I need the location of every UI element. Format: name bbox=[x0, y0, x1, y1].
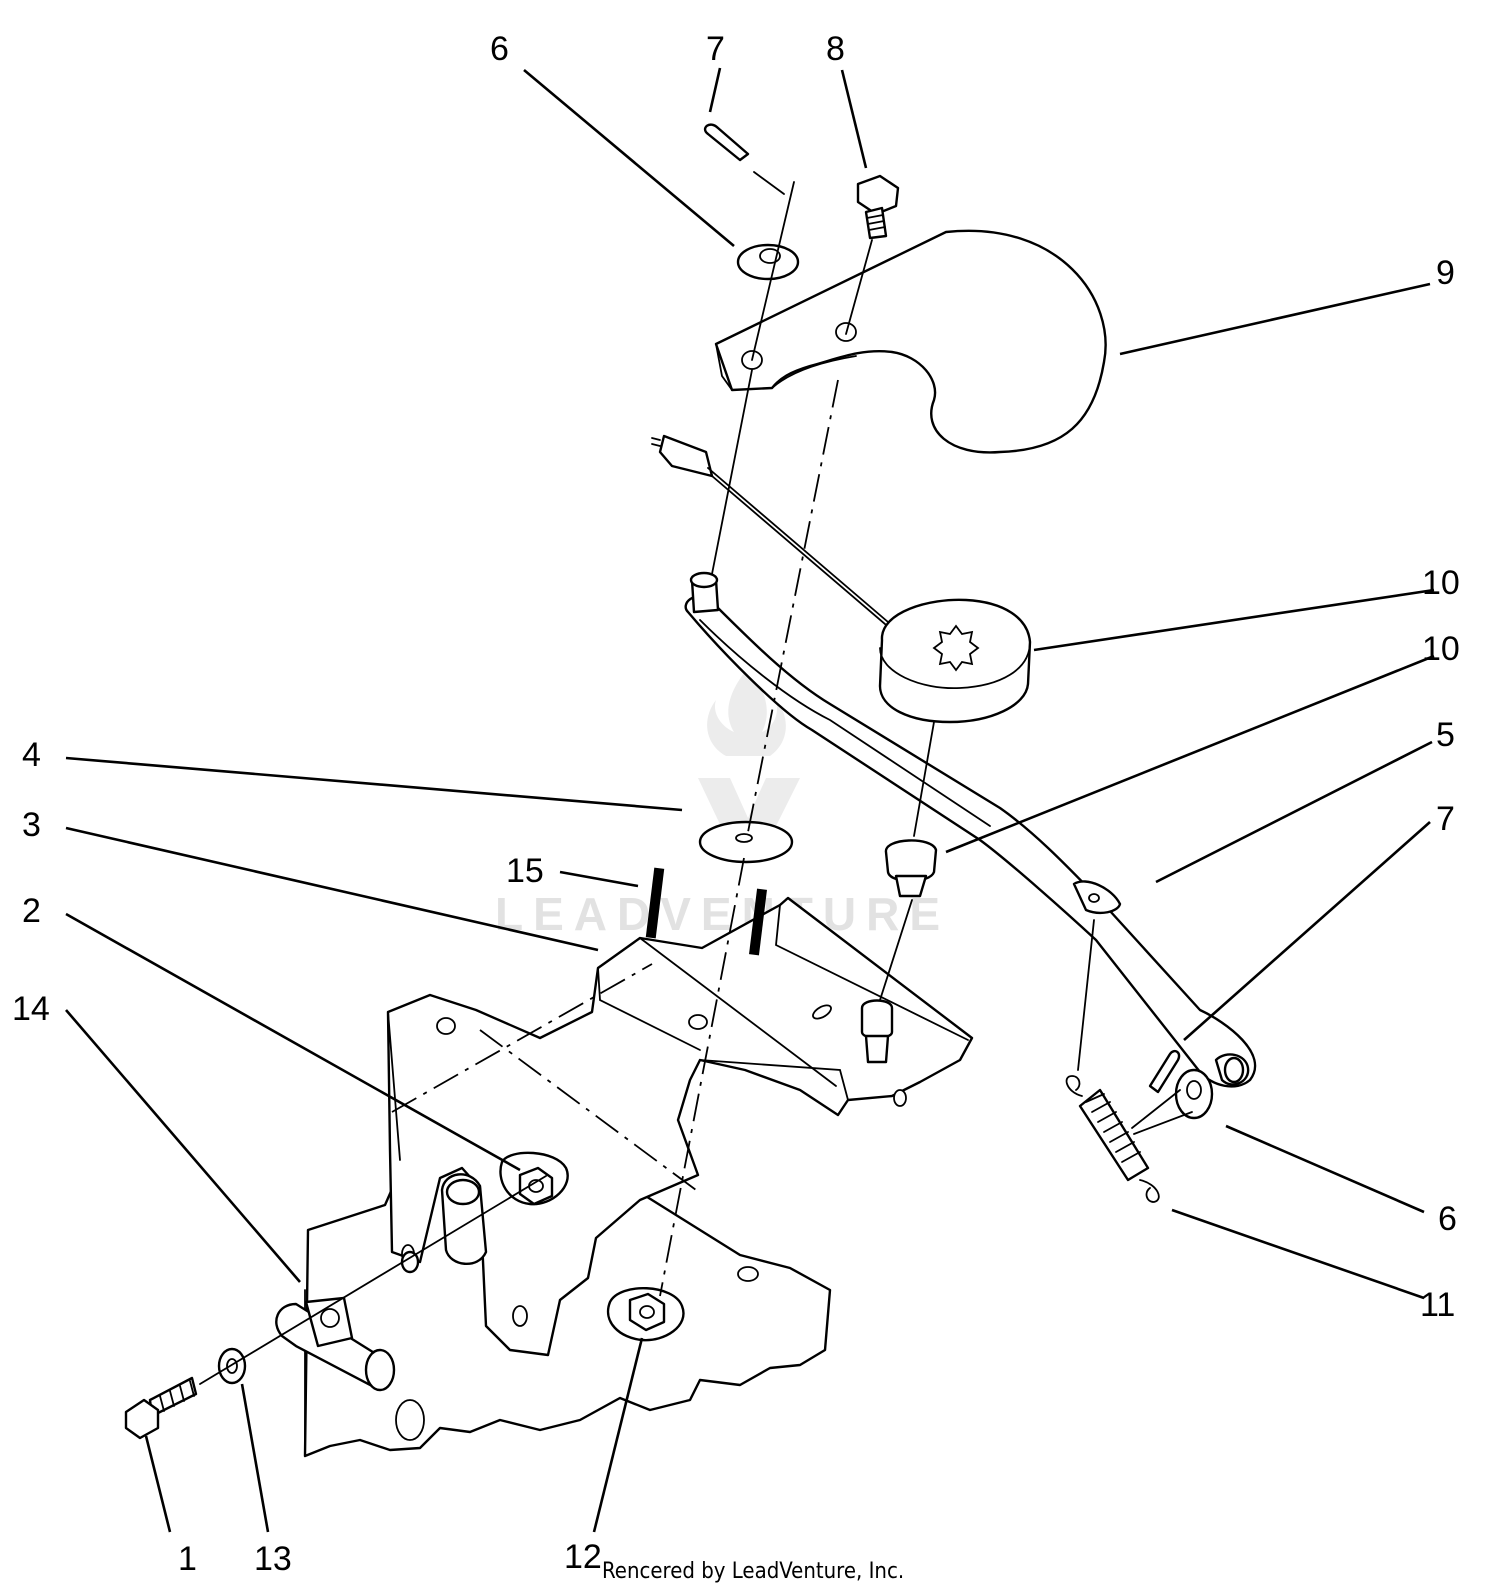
mounting-plate bbox=[386, 896, 974, 1357]
callout-5: 5 bbox=[1436, 716, 1455, 754]
nut-part-2 bbox=[499, 1151, 569, 1206]
spline-icon bbox=[932, 624, 980, 672]
callout-8: 8 bbox=[826, 30, 845, 68]
callout-9: 9 bbox=[1436, 254, 1455, 292]
washer-part-6-top bbox=[736, 243, 800, 281]
leadventure-watermark: LEADVENTURE bbox=[495, 668, 950, 940]
callout-10-a: 10 bbox=[1422, 564, 1460, 602]
leader-lines bbox=[65, 67, 1435, 1533]
plate-hole bbox=[512, 1305, 528, 1327]
assembly-lines bbox=[659, 171, 1193, 1297]
washer-part-6-right bbox=[1174, 1068, 1214, 1120]
frame-hole bbox=[395, 1399, 425, 1441]
bracket-part-9 bbox=[714, 229, 1107, 454]
plate-boss bbox=[440, 1173, 488, 1266]
callout-12: 12 bbox=[564, 1538, 602, 1576]
callout-3: 3 bbox=[22, 806, 41, 844]
callout-4: 4 bbox=[22, 736, 41, 774]
callout-1: 1 bbox=[178, 1540, 197, 1578]
callout-7-right: 7 bbox=[1436, 800, 1455, 838]
pins-part-15 bbox=[645, 867, 767, 956]
plate-hole bbox=[436, 1017, 456, 1035]
chassis-frame bbox=[303, 1138, 832, 1458]
wire-harness-connector bbox=[651, 434, 893, 631]
callout-2: 2 bbox=[22, 892, 41, 930]
watermark-v-logo-icon bbox=[698, 778, 800, 858]
callout-6-right: 6 bbox=[1438, 1200, 1457, 1238]
cotter-pin-part-7-top bbox=[703, 123, 750, 162]
watermark-text: LEADVENTURE bbox=[495, 888, 950, 940]
watermark-flame-icon bbox=[707, 668, 786, 756]
hose-clamp-part-14 bbox=[275, 1250, 420, 1392]
callout-13: 13 bbox=[254, 1540, 292, 1578]
plate-hole bbox=[737, 1266, 759, 1282]
washer-part-4 bbox=[698, 820, 794, 864]
plate-hole bbox=[688, 1014, 708, 1030]
plate-hole bbox=[893, 1089, 907, 1107]
cotter-pin-part-7-right bbox=[1148, 1049, 1181, 1094]
nut-part-12 bbox=[607, 1287, 685, 1342]
lever-rod-part-5 bbox=[684, 571, 1257, 1088]
callout-14: 14 bbox=[12, 990, 50, 1028]
sensor-part-10 bbox=[878, 598, 1032, 724]
callout-6-top: 6 bbox=[490, 30, 509, 68]
callout-15: 15 bbox=[506, 852, 544, 890]
screw-part-8 bbox=[856, 174, 900, 240]
render-credit: Rencered by LeadVenture, Inc. bbox=[602, 1559, 904, 1584]
spring-part-11 bbox=[1065, 1075, 1160, 1203]
bolt-part-1 bbox=[124, 1376, 198, 1440]
callout-labels: 6 7 8 9 10 10 4 5 3 7 15 2 14 6 11 1 13 … bbox=[12, 30, 1460, 1578]
plate-stud bbox=[860, 999, 894, 1064]
callout-11: 11 bbox=[1420, 1286, 1455, 1324]
bushing-part-10 bbox=[884, 839, 938, 898]
callout-10-b: 10 bbox=[1422, 630, 1460, 668]
callout-7-top: 7 bbox=[706, 30, 725, 68]
plate-slot bbox=[812, 1004, 832, 1020]
